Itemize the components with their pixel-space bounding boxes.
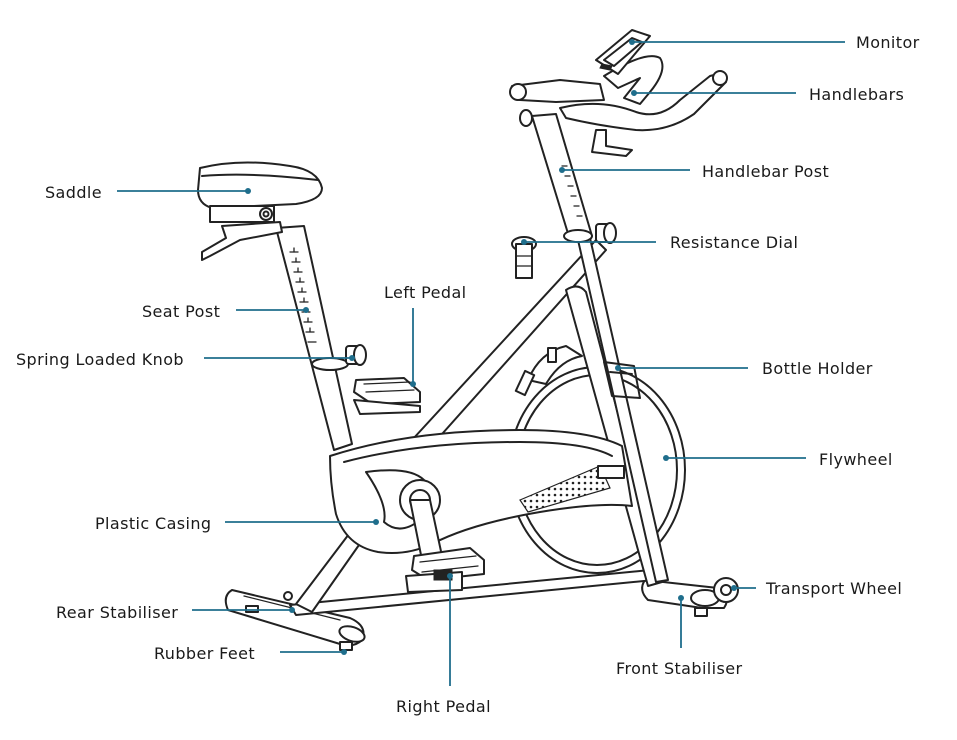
label-rear-stabiliser: Rear Stabiliser bbox=[56, 603, 178, 622]
saddle-part bbox=[197, 161, 323, 261]
label-left-pedal: Left Pedal bbox=[384, 283, 467, 302]
front-stabiliser-part bbox=[641, 577, 739, 617]
spring-loaded-knob-part bbox=[345, 344, 367, 366]
left-pedal-part bbox=[353, 377, 421, 415]
label-monitor: Monitor bbox=[856, 33, 920, 52]
label-seat-post: Seat Post bbox=[142, 302, 220, 321]
label-handlebar-post: Handlebar Post bbox=[702, 162, 829, 181]
base-frame bbox=[289, 569, 655, 616]
rear-stabiliser-part bbox=[224, 589, 366, 651]
label-spring-loaded-knob: Spring Loaded Knob bbox=[16, 350, 184, 369]
label-rubber-feet: Rubber Feet bbox=[154, 644, 255, 663]
handlebar-post-part bbox=[531, 113, 593, 243]
leader-lines bbox=[117, 39, 845, 686]
bottle-holder-part bbox=[603, 361, 641, 399]
label-plastic-casing: Plastic Casing bbox=[95, 514, 212, 533]
label-front-stabiliser: Front Stabiliser bbox=[616, 659, 742, 678]
label-flywheel: Flywheel bbox=[819, 450, 893, 469]
label-saddle: Saddle bbox=[45, 183, 102, 202]
seat-post-part bbox=[275, 225, 353, 451]
label-transport-wheel: Transport Wheel bbox=[765, 579, 902, 598]
label-bottle-holder: Bottle Holder bbox=[762, 359, 873, 378]
label-resistance-dial: Resistance Dial bbox=[670, 233, 798, 252]
label-handlebars: Handlebars bbox=[809, 85, 904, 104]
bike-illustration bbox=[197, 29, 739, 651]
callout-labels: Monitor Handlebars Handlebar Post Resist… bbox=[16, 33, 920, 716]
label-right-pedal: Right Pedal bbox=[396, 697, 491, 716]
